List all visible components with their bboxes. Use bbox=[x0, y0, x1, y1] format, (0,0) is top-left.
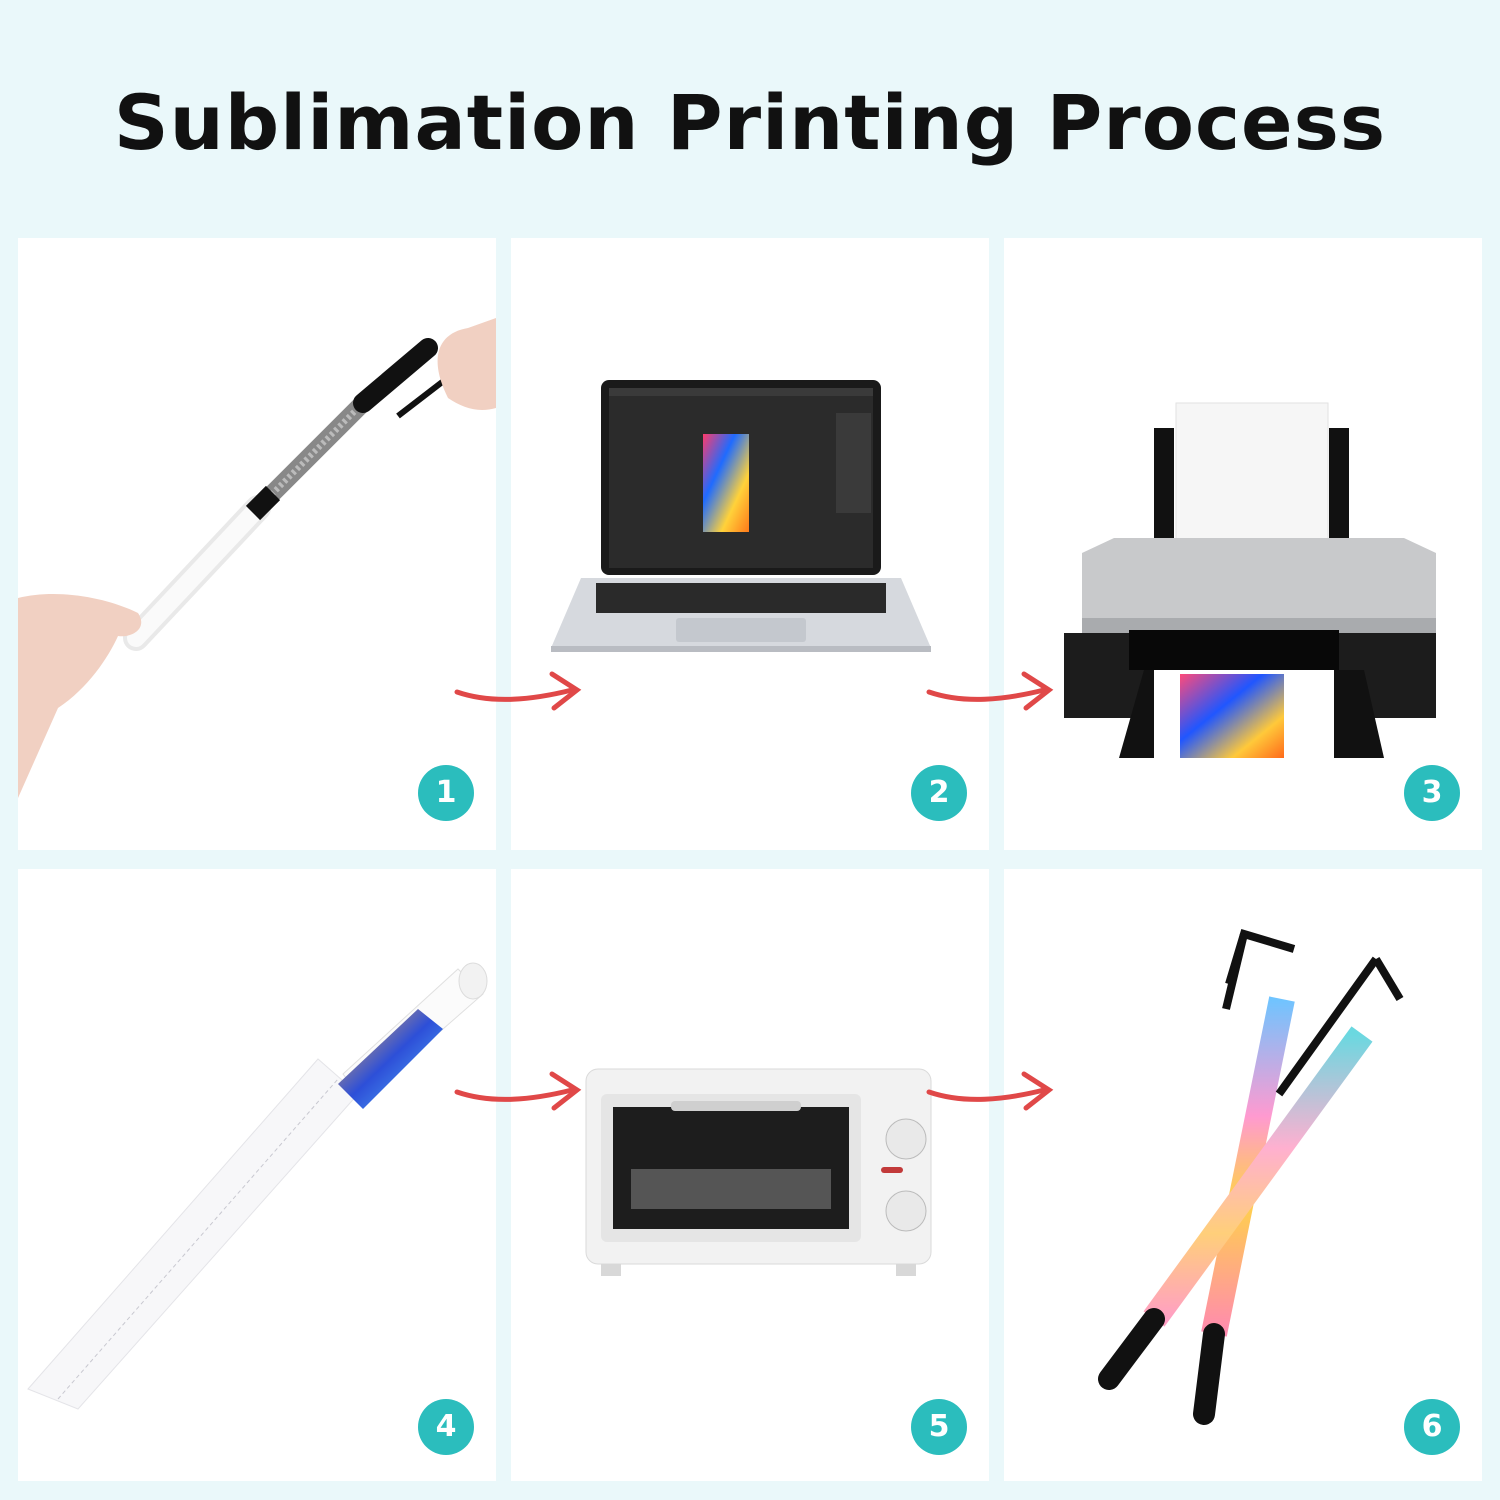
arrow-right-icon bbox=[926, 671, 1054, 711]
step-number-badge: 3 bbox=[1404, 765, 1460, 821]
printer-icon bbox=[1064, 402, 1436, 758]
pen-disassembly-illustration bbox=[18, 318, 496, 798]
step-panel-3: 3 bbox=[1004, 238, 1482, 850]
wrapped-pen-tube-illustration bbox=[27, 962, 488, 1410]
step-panel-1: 1 bbox=[18, 238, 496, 850]
arrow-right-icon bbox=[926, 1071, 1054, 1111]
page-title: Sublimation Printing Process bbox=[113, 78, 1387, 167]
arrow-right-icon bbox=[454, 671, 582, 711]
laptop-icon bbox=[551, 380, 931, 652]
step-panel-2: 2 bbox=[511, 238, 989, 850]
step-number-badge: 6 bbox=[1404, 1399, 1460, 1455]
step-panel-5: 5 bbox=[511, 869, 989, 1481]
step-panel-4: 4 bbox=[18, 869, 496, 1481]
step-number-badge: 4 bbox=[418, 1399, 474, 1455]
step-number-badge: 5 bbox=[911, 1399, 967, 1455]
oven-icon bbox=[585, 1068, 932, 1276]
finished-pens-illustration bbox=[1098, 929, 1404, 1425]
step-number-badge: 2 bbox=[911, 765, 967, 821]
step-panel-6: 6 bbox=[1004, 869, 1482, 1481]
arrow-right-icon bbox=[454, 1071, 582, 1111]
step-number-badge: 1 bbox=[418, 765, 474, 821]
